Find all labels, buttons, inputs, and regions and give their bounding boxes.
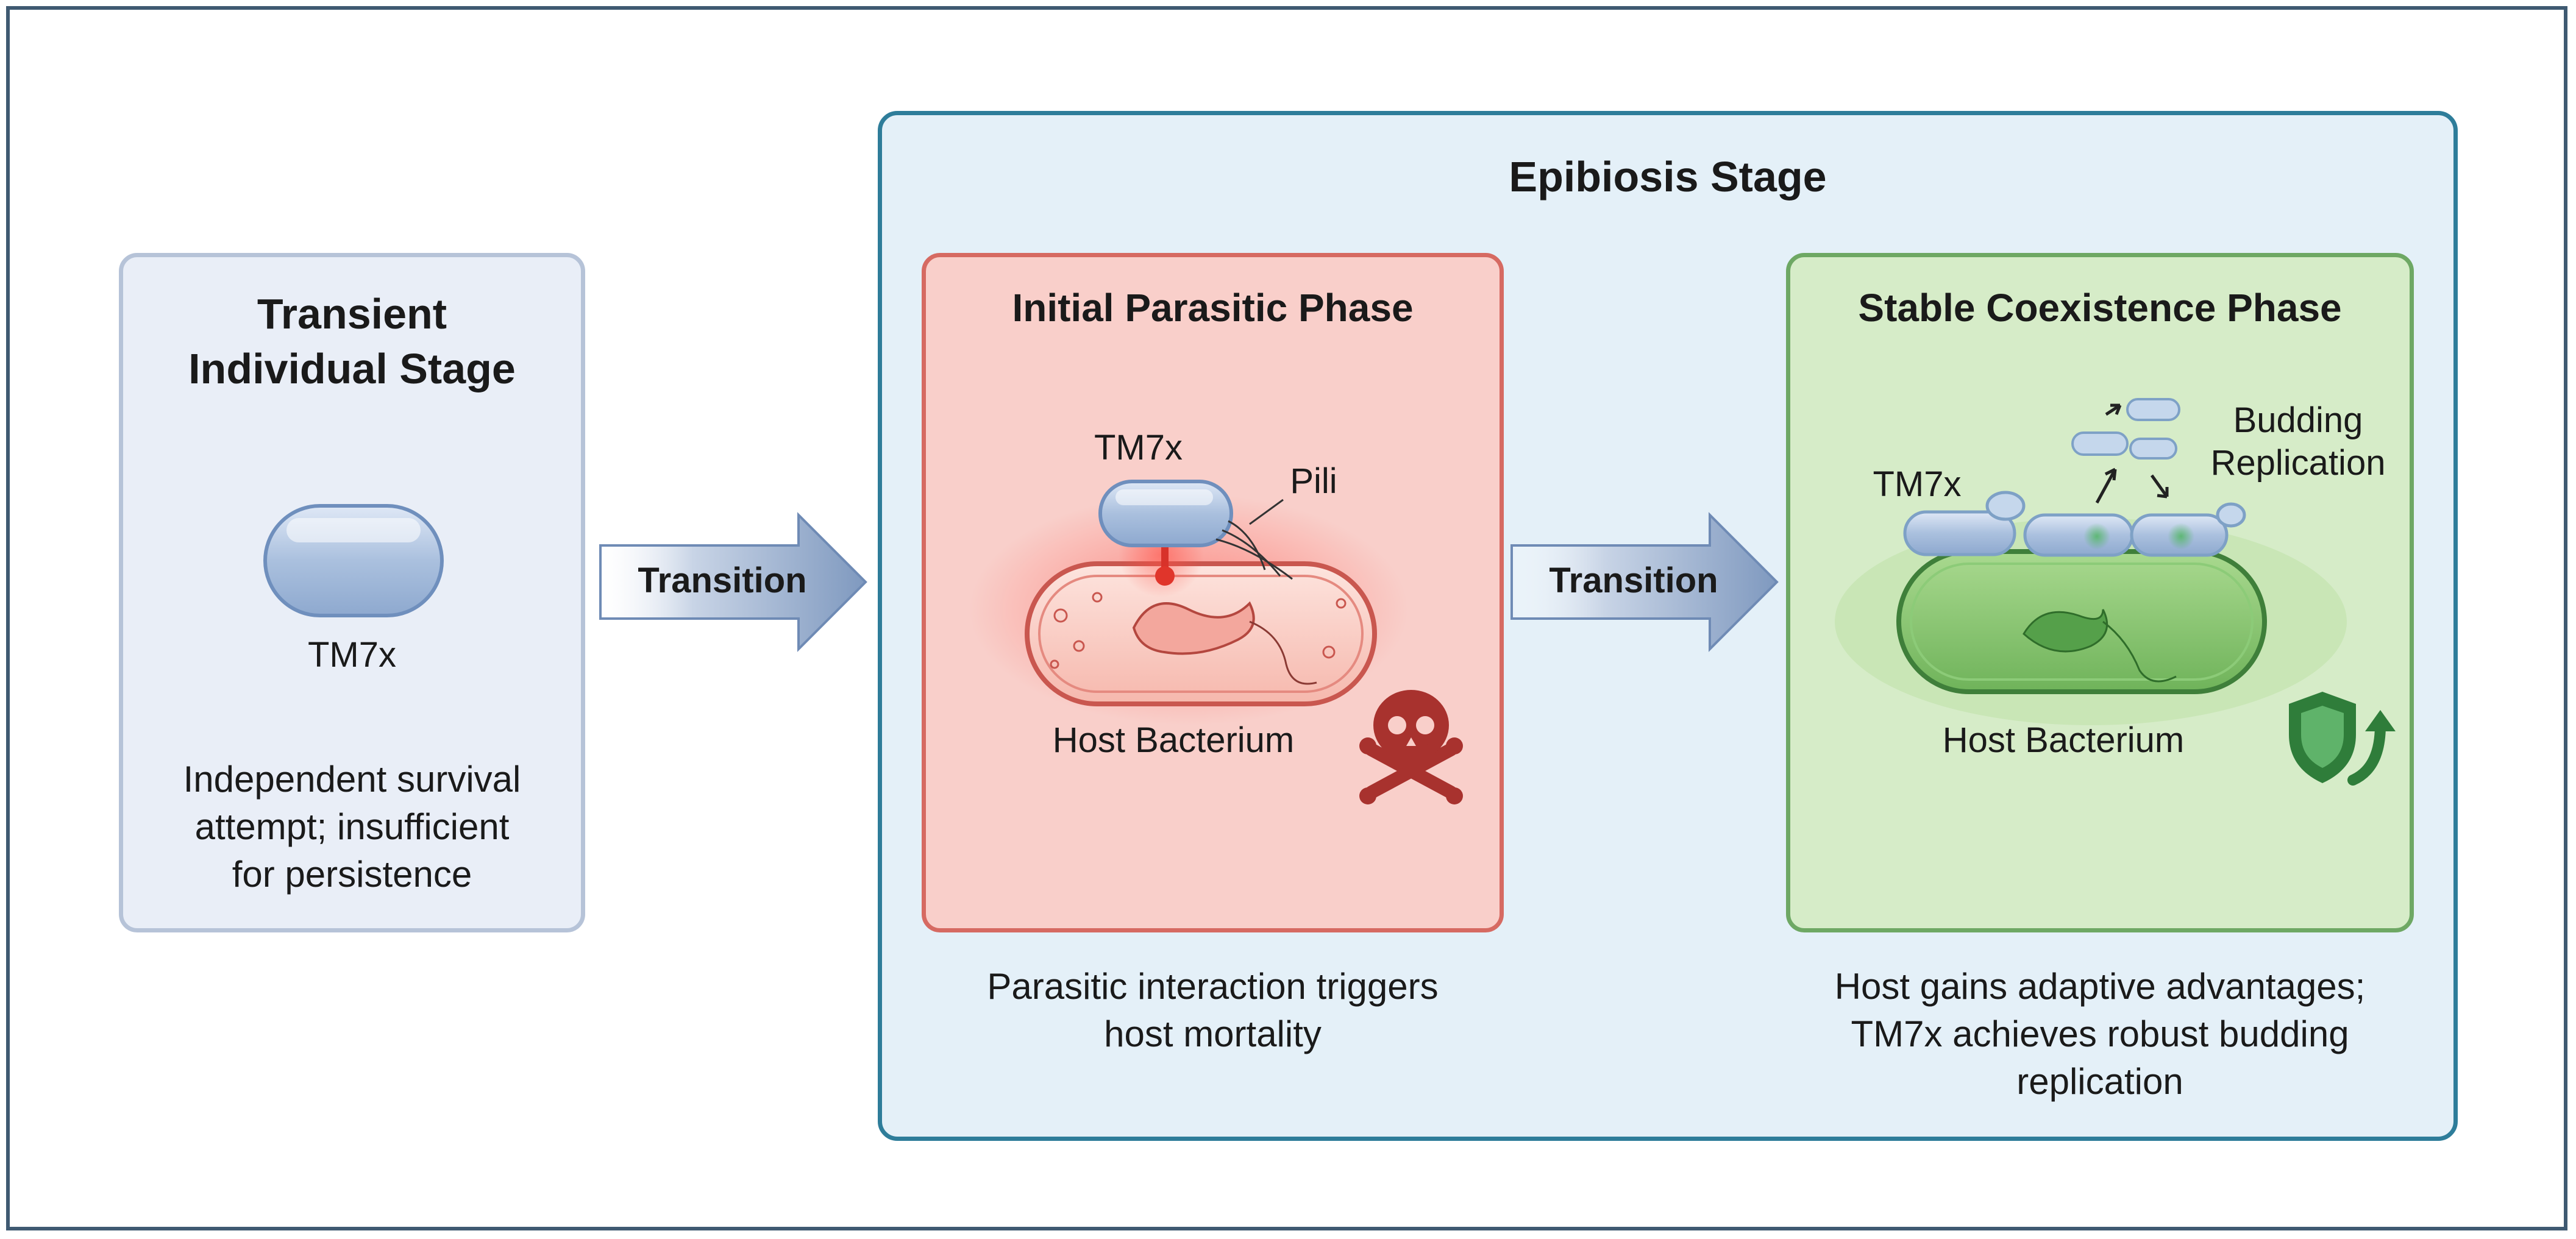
parasitic-desc-line2: host mortality bbox=[1104, 1014, 1322, 1054]
budding-label-line2: Replication bbox=[2210, 443, 2386, 483]
coexistence-tm7x-cells bbox=[1903, 398, 2246, 557]
coexistence-host-label: Host Bacterium bbox=[1942, 720, 2185, 760]
coexistence-tm7x-label: TM7x bbox=[1873, 464, 1962, 504]
transient-desc-line3: for persistence bbox=[232, 854, 472, 895]
transition-arrow-1 bbox=[599, 512, 867, 652]
coexistence-desc-line1: Host gains adaptive advantages; bbox=[1834, 966, 2366, 1007]
transition-arrow-2 bbox=[1510, 512, 1779, 652]
shield-up-icon bbox=[2289, 692, 2396, 786]
parasitic-tm7x-label: TM7x bbox=[1094, 428, 1183, 467]
parasitic-phase-title: Initial Parasitic Phase bbox=[1012, 286, 1414, 330]
coexistence-host-bacterium bbox=[1835, 518, 2347, 725]
parasitic-desc-line1: Parasitic interaction triggers bbox=[987, 966, 1439, 1007]
epibiosis-stage-title: Epibiosis Stage bbox=[1509, 153, 1827, 201]
parasitic-tm7x-attached bbox=[1098, 480, 1293, 597]
transient-desc-line1: Independent survival bbox=[183, 759, 521, 800]
coexistence-desc-line3: replication bbox=[2016, 1061, 2183, 1102]
transient-stage-title-line1: Transient bbox=[257, 290, 447, 338]
parasitic-host-bacterium bbox=[969, 494, 1408, 725]
coexistence-phase-title: Stable Coexistence Phase bbox=[1858, 286, 2342, 330]
parasitic-host-label: Host Bacterium bbox=[1052, 720, 1295, 760]
skull-crossbones-icon bbox=[1359, 690, 1463, 804]
transient-desc-line2: attempt; insufficient bbox=[194, 806, 510, 847]
tm7x-cell-icon bbox=[263, 504, 444, 617]
transition-1-label: Transition bbox=[638, 561, 807, 600]
transient-stage-title-line2: Individual Stage bbox=[188, 345, 516, 392]
transition-2-label: Transition bbox=[1549, 561, 1718, 600]
coexistence-desc-line2: TM7x achieves robust budding bbox=[1851, 1014, 2349, 1054]
pili-label: Pili bbox=[1290, 461, 1337, 501]
transient-tm7x-label: TM7x bbox=[308, 635, 396, 675]
budding-label-line1: Budding bbox=[2233, 400, 2363, 440]
